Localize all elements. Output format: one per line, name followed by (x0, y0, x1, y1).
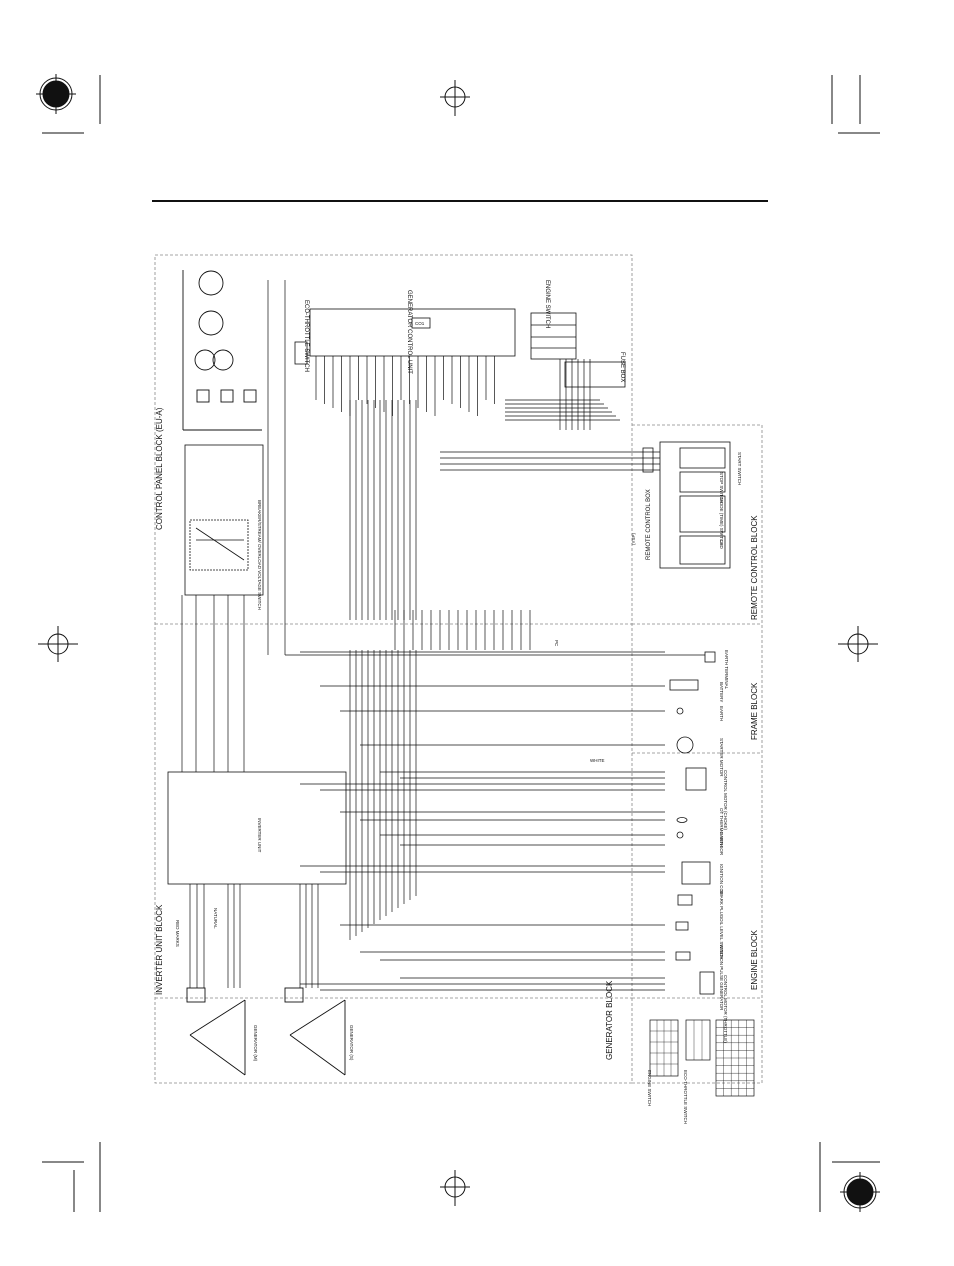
pc-label: PC (554, 640, 559, 647)
oil-level-switch-label: OIL LEVEL SWITCH (719, 918, 724, 959)
control-motor-throttle-label: CONTROL MOTOR (THROTTLE) (723, 975, 728, 1043)
registration-marks (36, 74, 880, 1212)
eco-throttle-switch (294, 341, 308, 365)
ignition-pulse-generator-label: IGNITION PULSE GENERATOR (719, 945, 724, 1011)
legend-engine-switch-title: ENGINE SWITCH (647, 1070, 652, 1106)
spark-plug-icon (677, 894, 693, 906)
ysp-label: (YSP) (631, 532, 636, 545)
pulse-generator-icon (675, 951, 691, 961)
outlet-icon (212, 349, 234, 371)
block-label-engine: ENGINE BLOCK (750, 929, 759, 990)
ignition-coil-label: IGNITION COIL (719, 864, 724, 896)
generator-m-winding (189, 999, 246, 1076)
ignition-coil-icon (681, 861, 711, 885)
eco-throttle-label: ECO-THROTTLE SWITCH (303, 300, 309, 372)
engine-components (669, 651, 716, 995)
co1-label: CO1 (415, 321, 425, 326)
crosshair-icon (440, 80, 470, 116)
generator-control-unit (309, 308, 516, 357)
fuse-box-label: FUSE BOX (619, 352, 625, 382)
thermo-sensor-icon (676, 817, 688, 823)
engine-switch-label: ENGINE SWITCH (544, 280, 550, 328)
stop-switch-label: STOP SWITCH (719, 472, 724, 503)
crosshair-icon (838, 626, 878, 662)
earth-label-2: EARTH (719, 832, 724, 847)
white-label: WHITE (590, 758, 605, 763)
control-motor-choke-label: CONTROL MOTOR (CHOKE) (723, 770, 728, 831)
oil-level-switch-icon (675, 921, 689, 931)
starter-motor-icon (676, 736, 694, 754)
earth-terminal-icon (704, 651, 716, 663)
generators (186, 987, 346, 1076)
red-marks-label: RED MARKS (175, 920, 180, 947)
engine-switch-connector (530, 312, 577, 360)
starter-motor-label: STARTER MOTOR (719, 738, 724, 777)
inverter-unit-label: INVERTER UNIT (257, 818, 262, 853)
legend-eco-title: ECO-THROTTLE SWITCH (683, 1070, 688, 1124)
earth-label: EARTH (719, 706, 724, 721)
outlet-icon (198, 270, 224, 296)
control-motor-icon (685, 767, 707, 791)
block-label-generator: GENERATOR BLOCK (605, 980, 614, 1060)
earth-terminal-label: EARTH TERMINAL (724, 650, 729, 690)
eco-throttle-table (685, 1019, 711, 1061)
generator-m-label: GENERATOR (M) (253, 1025, 258, 1062)
natural-label: NATURAL (213, 908, 218, 929)
block-label-frame: FRAME BLOCK (750, 682, 759, 740)
wire-harness (181, 280, 705, 991)
crosshair-icon (38, 626, 78, 662)
inverter-unit-box (167, 771, 347, 885)
block-outlines (154, 254, 763, 1084)
outlet-icon (194, 349, 216, 371)
mode-switch-label: MODE (TIME) SWITCH (719, 498, 724, 546)
start-switch-label: START SWITCH (737, 452, 742, 485)
ac-outlets (182, 270, 262, 431)
led-label: LED (719, 540, 724, 550)
outlet-icon (198, 310, 224, 336)
remote-control-box (642, 441, 731, 569)
generator-s-winding (289, 999, 346, 1076)
remote-control-box-label: REMOTE CONTROL BOX (646, 489, 652, 560)
block-label-control-panel: CONTROL PANEL BLOCK (EU-A) (155, 407, 164, 530)
battery-label: BATTERY (719, 682, 724, 702)
thermo-sensor-label: OT THERMO SENSOR (719, 808, 724, 856)
breaker-switch (184, 444, 264, 596)
block-label-inverter-unit: INVERTER UNIT BLOCK (155, 904, 164, 995)
gcu-label: GENERATOR CONTROL UNIT (406, 290, 412, 374)
labels: CONTROL PANEL BLOCK (EU-A) REMOTE CONTRO… (155, 280, 759, 1124)
spark-plug-label: SPARK PLUG (719, 890, 724, 919)
control-motor-icon (699, 971, 715, 995)
breaker-switch-label: BREAKER/STREAM/ OVERLOAD VOLTAGE SWITCH (257, 500, 262, 610)
crosshair-icon (440, 1170, 470, 1206)
legend-grid (650, 1020, 754, 1096)
earth-icon (676, 707, 684, 715)
earth-icon (676, 831, 684, 839)
generator-s-label: GENERATOR (S) (349, 1025, 354, 1061)
block-label-remote-control: REMOTE CONTROL BLOCK (750, 515, 759, 620)
battery-icon (669, 679, 699, 691)
fuse-box (564, 361, 626, 388)
